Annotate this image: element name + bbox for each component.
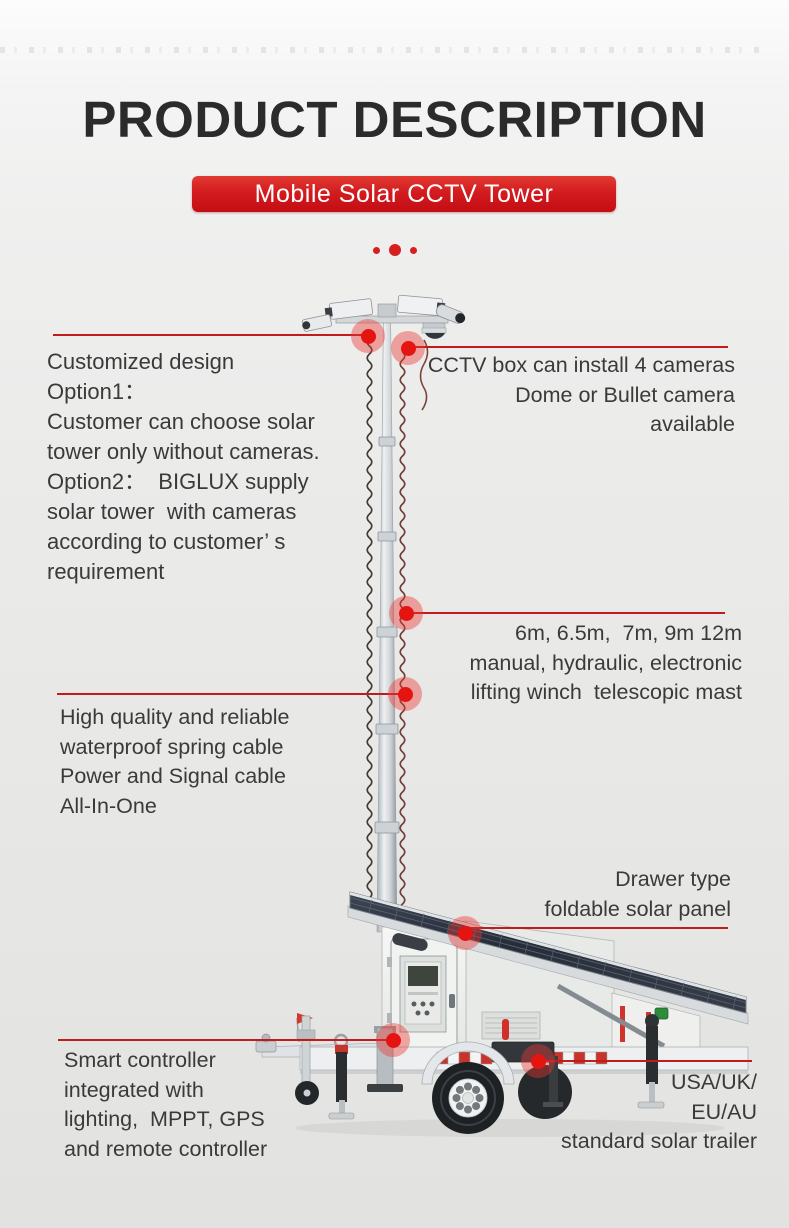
rear-jack-knob xyxy=(654,1007,669,1020)
divider-dot-icon xyxy=(372,246,380,254)
callout-dot-trailer xyxy=(521,1044,555,1078)
telescopic-mast xyxy=(374,305,400,933)
trailer-chassis xyxy=(255,1013,749,1074)
callout-smart-controller: Smart controller integrated with lightin… xyxy=(64,1048,268,1161)
spring-cables xyxy=(366,329,406,921)
callout-line-telescopic-mast xyxy=(410,612,725,614)
divider-dot-icon xyxy=(388,244,401,256)
cctv-camera-head xyxy=(302,294,466,411)
section-banner: Mobile Solar CCTV Tower xyxy=(192,176,616,212)
camera-cable xyxy=(419,339,429,411)
far-side-jack xyxy=(549,1056,558,1104)
panel-pivot-roller xyxy=(392,933,428,951)
bullet-camera-icon xyxy=(435,304,466,324)
dome-camera-icon xyxy=(421,322,447,339)
callout-line-solar-panel xyxy=(470,927,728,929)
callout-line-cctv-box xyxy=(412,346,728,348)
callout-telescopic-mast: 6m, 6.5m, 7m, 9m 12m manual, hydraulic, … xyxy=(469,621,742,704)
cropped-text-artifact xyxy=(0,47,760,53)
callout-line-customized-design xyxy=(53,334,367,336)
callout-spring-cable: High quality and reliable waterproof spr… xyxy=(60,705,290,818)
callout-dot-cctv-box xyxy=(391,331,425,365)
side-vent xyxy=(481,1011,541,1040)
callout-line-solar-trailer xyxy=(540,1060,752,1062)
divider-dot-icon xyxy=(409,246,417,254)
callout-solar-trailer: USA/UK/ EU/AU standard solar trailer xyxy=(561,1070,757,1153)
callout-line-spring-cable xyxy=(57,693,404,695)
callout-dot-camera-mount xyxy=(351,319,385,353)
callout-solar-panel: Drawer type foldable solar panel xyxy=(544,867,731,921)
panel-top-edge xyxy=(350,892,746,1000)
callout-cctv-box: CCTV box can install 4 cameras Dome or B… xyxy=(427,353,735,436)
page-title: PRODUCT DESCRIPTION xyxy=(82,91,707,148)
mast-foot xyxy=(367,1026,403,1092)
callout-customized-design: Customized design Option1： Customer can … xyxy=(47,349,320,584)
callout-dot-solar-panel xyxy=(448,916,482,950)
fender xyxy=(421,1041,515,1085)
red-handle xyxy=(502,1019,509,1040)
section-divider-dots xyxy=(0,243,789,257)
door-handle xyxy=(449,994,455,1008)
callout-dot-spring-cable xyxy=(388,677,422,711)
callout-dot-smart-controller xyxy=(376,1023,410,1057)
foldable-solar-panel xyxy=(347,891,749,1049)
rear-jack-tube xyxy=(646,1026,658,1084)
callout-dot-mast xyxy=(389,596,423,630)
ground-shadow xyxy=(295,1119,725,1137)
equipment-cabinet xyxy=(381,920,701,1068)
callout-line-smart-controller xyxy=(58,1039,392,1041)
support-jacks xyxy=(295,1007,669,1120)
front-jack-tube xyxy=(336,1052,347,1102)
